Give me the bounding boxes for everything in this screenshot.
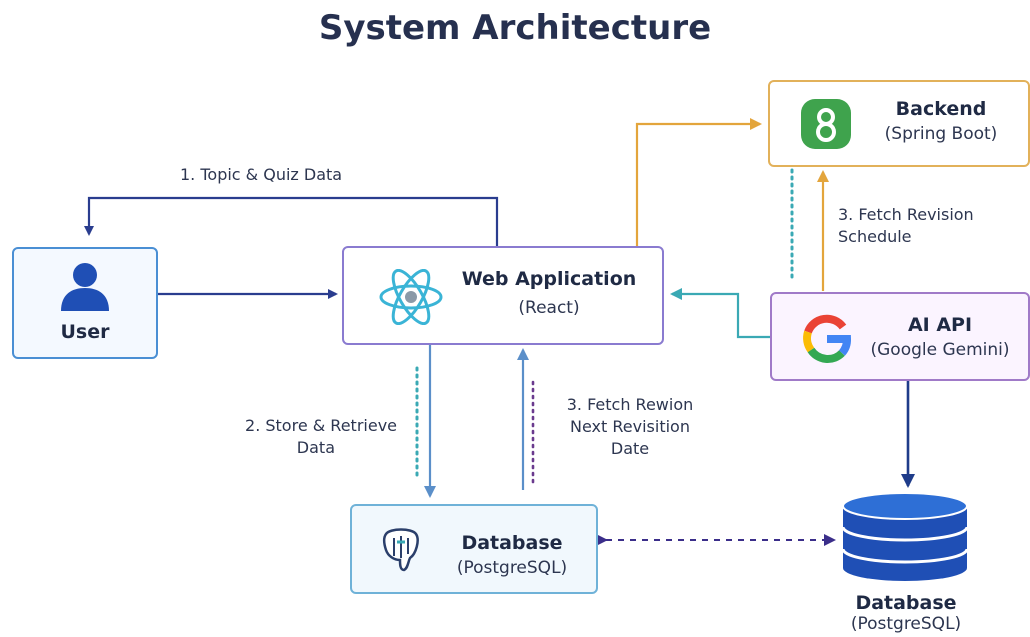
web-app-node-sub: (React) [518,298,580,318]
edge-label-fetch-schedule: 3. Fetch Revision Schedule [838,204,974,248]
spring-boot-icon [801,99,851,149]
edge-label-fetch-next-line-1: 3. Fetch Rewion [566,395,694,414]
database-pg-node[interactable]: Database (PostgreSQL) [350,504,598,594]
user-icon [61,263,109,311]
backend-node[interactable]: Backend (Spring Boot) [768,80,1030,167]
edge-topic-quiz [84,196,499,247]
edge-label-fetch-next-line-3: Date [610,439,650,458]
ai-api-node-sub: (Google Gemini) [870,340,1010,360]
react-icon [379,269,443,325]
backend-node-sub: (Spring Boot) [884,124,998,144]
edge-label-fetch-schedule-line-1: 3. Fetch Revision [838,205,974,224]
web-app-node[interactable]: Web Application (React) [342,246,664,345]
edge-label-topic-quiz: 1. Topic & Quiz Data [180,165,343,184]
user-node[interactable]: User [12,247,158,359]
database-cylinder-icon [841,492,969,581]
edge-label-store-retrieve: 2. Store & Retrieve Data [215,415,397,459]
user-node-name: User [60,321,110,343]
database-pg-node-name: Database [461,532,563,554]
ai-api-node[interactable]: AI API (Google Gemini) [770,292,1030,381]
google-icon [803,314,851,363]
edge-ai-to-webapp [670,288,772,339]
edge-label-fetch-next: 3. Fetch Rewion Next Revisition Date [550,394,710,460]
edge-label-store-retrieve-line-2: Data [296,438,335,457]
ai-api-node-name: AI API [907,314,973,336]
backend-node-name: Backend [895,98,987,120]
edge-label-fetch-next-line-2: Next Revisition [570,417,690,436]
diagram-title: System Architecture [318,8,712,48]
database-pg-node-sub: (PostgreSQL) [456,558,568,578]
database-2-node-sub: (PostgreSQL) [850,614,962,634]
edge-label-store-retrieve-line-1: 2. Store & Retrieve [245,416,397,435]
edge-label-fetch-schedule-line-2: Schedule [838,227,912,246]
database-2-node-name: Database [855,592,957,614]
edge-webapp-to-backend [635,118,762,246]
web-app-node-name: Web Application [461,268,637,290]
postgresql-icon [382,528,419,572]
database-2-node[interactable]: Database (PostgreSQL) [820,592,992,634]
